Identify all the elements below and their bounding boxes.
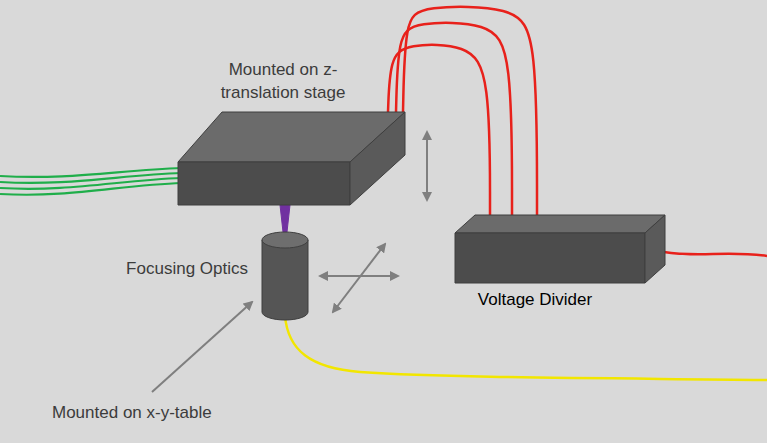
divider-label: Voltage Divider	[478, 288, 592, 311]
cylinder-body	[262, 240, 308, 320]
green-fiber	[0, 178, 182, 189]
voltage-divider-box: Voltage Divider	[455, 215, 665, 283]
green-fiber	[0, 173, 182, 183]
yellow-fiber	[285, 316, 767, 380]
leader-arrow	[152, 302, 252, 392]
translation-stage-box-outline	[178, 112, 405, 205]
xy-table-label: Mounted on x-y-table	[52, 401, 212, 424]
box-face	[645, 215, 665, 283]
stage-label: Mounted on z-translation stage	[203, 58, 363, 104]
box-face	[178, 162, 350, 205]
signal-wire	[396, 23, 512, 215]
green-fiber	[0, 183, 182, 195]
focusing-optics-cylinder-outline	[262, 232, 308, 320]
box-face	[455, 233, 645, 283]
box-face	[350, 112, 405, 205]
box-face	[455, 215, 665, 233]
cylinder-top	[262, 232, 308, 248]
voltage-divider-box-outline	[455, 215, 665, 283]
y-motion-arrow	[333, 244, 385, 312]
z-motion-arrow	[426, 132, 428, 200]
optics-label: Focusing Optics	[126, 257, 248, 280]
output-wire	[664, 252, 767, 256]
signal-wire	[403, 7, 537, 215]
laser-beam	[280, 205, 290, 232]
focusing-optics-cylinder: Focusing Optics	[262, 232, 308, 320]
optical-fibers	[0, 168, 182, 195]
translation-stage-box: Mounted on z-translation stage	[178, 112, 405, 205]
